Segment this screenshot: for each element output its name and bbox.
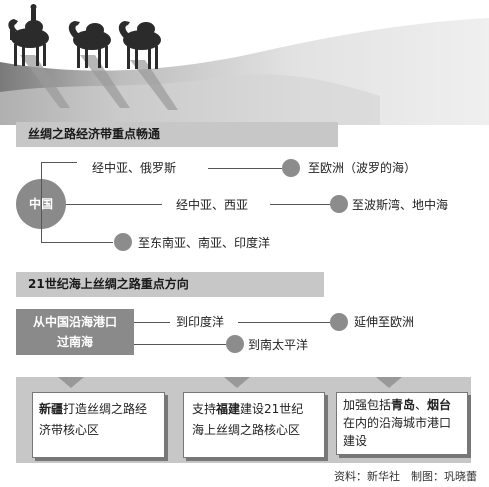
sea-route-node-2	[226, 335, 244, 353]
source-credit: 资料：新华社 制图：巩晓蕾	[334, 470, 477, 483]
card-3-line-2: 在内的沿海城市港口	[343, 416, 452, 430]
sea-route-line-1a	[134, 322, 170, 323]
connector-bottom	[41, 242, 113, 243]
sea-route-dest-2: 到南太平洋	[248, 338, 309, 352]
origin-label-china: 中国	[16, 197, 66, 211]
card-3-bold-1: 青岛	[391, 398, 416, 412]
origin-label-line-1: 从中国沿海港口	[32, 315, 117, 329]
route-dest-2: 至波斯湾、地中海	[352, 198, 449, 212]
card-1-bold: 新疆	[39, 402, 64, 416]
card-3-bold-2: 烟台	[427, 398, 452, 412]
origin-label-line-2: 过南海	[56, 335, 93, 349]
route-node-3	[114, 233, 132, 251]
camel-3-icon	[118, 21, 161, 69]
card-coastal-cities: 加强包括青岛、烟台 在内的沿海城市港口 建设	[336, 392, 468, 455]
connector-top	[41, 162, 77, 163]
card-2-bold: 福建	[216, 402, 241, 416]
camel-2-icon	[68, 21, 111, 68]
camel-caravan-illustration	[0, 4, 489, 125]
route-line-1	[208, 168, 282, 169]
connector-mid	[66, 204, 162, 205]
camel-1-icon	[8, 4, 49, 66]
card-3-line-3: 建设	[343, 434, 368, 448]
route-line-2	[270, 204, 330, 205]
card-1-line-2: 济带核心区	[39, 423, 100, 437]
sea-route-line-2	[134, 344, 226, 345]
sea-route-via-1: 到印度洋	[176, 315, 225, 329]
section-2-title: 21世纪海上丝绸之路重点方向	[16, 272, 324, 297]
sea-route-node-1	[330, 313, 348, 331]
route-node-2	[330, 195, 348, 213]
card-1-line-1: 打造丝绸之路经	[63, 402, 148, 416]
card-xinjiang: 新疆打造丝绸之路经 济带核心区	[32, 392, 165, 458]
card-fujian: 支持福建建设21世纪 海上丝绸之路核心区	[183, 392, 325, 458]
route-dest-3: 至东南亚、南亚、印度洋	[138, 236, 271, 250]
card-2-prefix: 支持	[192, 402, 217, 416]
card-2-line-1: 建设21世纪	[240, 402, 304, 416]
route-via-2: 经中亚、西亚	[176, 198, 249, 212]
card-2-line-2: 海上丝绸之路核心区	[192, 423, 301, 437]
origin-node-coastal-ports	[16, 309, 134, 355]
route-node-1	[282, 159, 300, 177]
section-1-title: 丝绸之路经济带重点畅通	[16, 122, 338, 147]
sea-route-dest-1: 延伸至欧洲	[354, 315, 415, 329]
connector-vertical	[41, 162, 42, 242]
card-3-prefix: 加强包括	[343, 398, 392, 412]
card-3-sep: 、	[415, 398, 428, 412]
panel-pointer-arrows	[58, 377, 402, 388]
sea-route-line-1b	[238, 322, 330, 323]
route-via-1: 经中亚、俄罗斯	[92, 161, 177, 175]
route-dest-1: 至欧洲（波罗的海）	[308, 161, 417, 175]
